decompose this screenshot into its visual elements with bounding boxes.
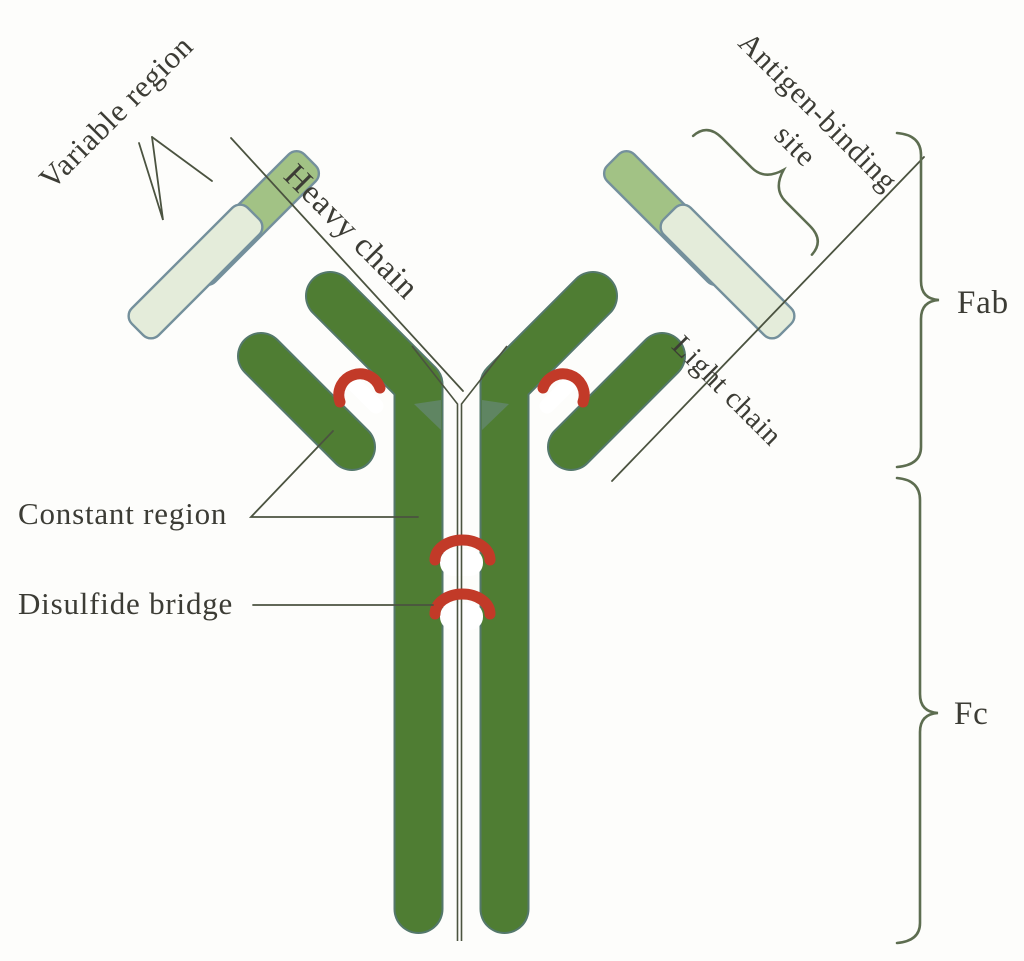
left-heavy-chain (305, 271, 444, 934)
left-light-variable-domain (127, 203, 264, 340)
light-chain-divider-line (611, 156, 925, 482)
hinge-disulfide-bond-upper (429, 534, 496, 566)
antigen-binding-brace (691, 128, 819, 256)
label-constant-region: Constant region (18, 496, 227, 531)
annotation-lines (138, 136, 925, 606)
right-light-variable-domain (659, 203, 796, 340)
right-heavy-chain-inner-line (460, 345, 508, 941)
variable-region-arrow (138, 136, 164, 221)
antibody-molecule (127, 149, 796, 941)
left-light-chain-constant-domain (237, 332, 376, 471)
right-hinge-slit (539, 377, 576, 414)
hinge-disulfide-bond-lower (429, 588, 496, 620)
left-arm-disulfide-bond (333, 368, 386, 408)
variable-region-pointer-line (151, 136, 213, 182)
left-hinge-shadow (414, 400, 441, 430)
fc-brace (895, 476, 939, 945)
right-light-chain-constant-domain (547, 332, 686, 471)
left-heavy-chain-bar (307, 273, 442, 932)
label-fc: Fc (954, 696, 989, 732)
right-arm-disulfide-bond (537, 368, 590, 408)
left-light-variable-rect (127, 203, 264, 340)
right-heavy-chain (479, 271, 618, 934)
right-heavy-chain-bar (481, 273, 616, 932)
constant-region-pointer-lines (248, 430, 419, 518)
heavy-chain-divider-line (230, 137, 464, 392)
label-disulfide-bridge: Disulfide bridge (18, 586, 233, 621)
braces (691, 128, 940, 945)
left-hinge-slit (347, 377, 384, 414)
antigen-binding-brace-group (691, 128, 819, 256)
right-light-chain-bar (549, 334, 684, 469)
right-hinge-shadow (482, 400, 509, 430)
left-heavy-chain-inner-line (411, 345, 459, 941)
right-light-variable-rect (659, 203, 796, 340)
label-fab: Fab (957, 285, 1009, 321)
fab-brace (895, 131, 940, 469)
left-light-chain-bar (239, 334, 374, 469)
